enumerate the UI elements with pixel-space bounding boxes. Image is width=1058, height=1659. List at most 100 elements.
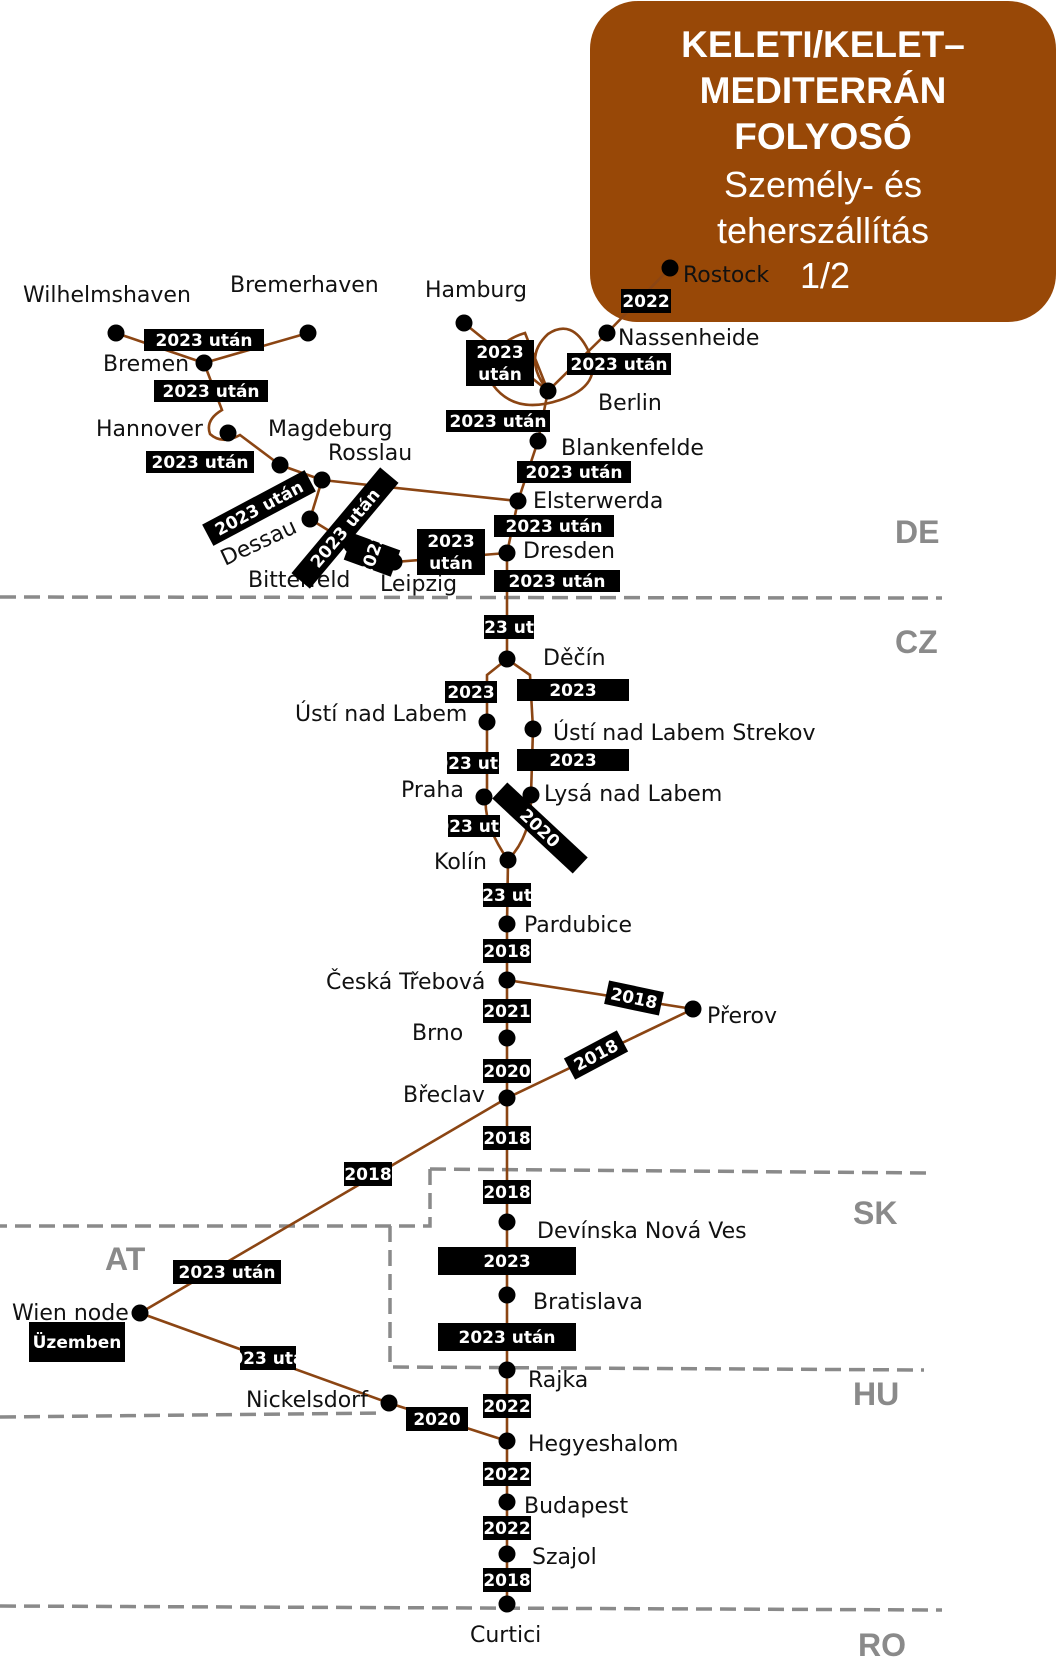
station-node-berlin[interactable] xyxy=(539,382,557,400)
station-node-breclav[interactable] xyxy=(498,1089,516,1107)
city-label-wien-node: Wien node xyxy=(12,1301,129,1326)
segment-label-text: 2022 xyxy=(622,292,669,312)
station-node-hegyeshalom[interactable] xyxy=(498,1432,516,1450)
segment-label-text: 2023 után xyxy=(219,1349,316,1369)
station-node-bratislava[interactable] xyxy=(498,1286,516,1304)
station-node-nassenheide[interactable] xyxy=(598,324,616,342)
segment-label: 2018 xyxy=(483,1180,531,1204)
segment-label-box xyxy=(447,752,499,774)
station-node-strekov[interactable] xyxy=(524,720,542,738)
city-label-rajka: Rajka xyxy=(528,1368,588,1393)
segment-label-box xyxy=(483,1462,531,1486)
segment-label-text: 2023 után xyxy=(151,453,248,473)
segment-label-box xyxy=(438,1323,576,1351)
station-node-wien[interactable] xyxy=(131,1304,149,1322)
city-label-szajol: Szajol xyxy=(532,1545,597,1570)
station-node-hamburg[interactable] xyxy=(455,314,473,332)
city-label-praha: Praha xyxy=(401,778,464,803)
city-label-kolin: Kolín xyxy=(434,850,487,875)
segment-label-box xyxy=(517,461,631,483)
segment-label: 2023 xyxy=(517,749,629,771)
segment-label-text: 2018 xyxy=(483,1129,530,1149)
station-node-szajol[interactable] xyxy=(498,1545,516,1563)
segment-label: 2023 után xyxy=(438,1323,576,1351)
segment-label-text: 2022 xyxy=(483,1397,530,1417)
station-node-ceska[interactable] xyxy=(498,971,516,989)
segment-label-box xyxy=(483,883,531,907)
station-node-hannover[interactable] xyxy=(219,424,237,442)
segment-label: 2022 xyxy=(621,289,671,313)
station-node-dessau[interactable] xyxy=(301,510,319,528)
segment-label-text: 2023 után xyxy=(505,517,602,537)
country-code-cz: CZ xyxy=(895,624,938,660)
station-node-dresden[interactable] xyxy=(498,544,516,562)
segment-label: 2022 xyxy=(483,1462,531,1486)
city-label-hegyeshalom: Hegyeshalom xyxy=(528,1432,679,1457)
segment-label: 2023 xyxy=(445,681,497,703)
segment-label-box xyxy=(483,1568,531,1592)
station-node-wilhelmshaven[interactable] xyxy=(107,324,125,342)
segment-label-text: 2023 után xyxy=(460,618,557,638)
city-label-dresden: Dresden xyxy=(523,539,615,564)
rail-line xyxy=(321,478,519,503)
segment-label-box xyxy=(448,815,500,837)
segment-label-box xyxy=(483,1180,531,1204)
title-page-number: 1/2 xyxy=(800,255,851,296)
station-node-elsterwerda[interactable] xyxy=(509,492,527,510)
country-code-de: DE xyxy=(895,514,939,550)
segment-label-box xyxy=(446,410,550,432)
city-label-elsterwerda: Elsterwerda xyxy=(533,489,663,514)
segment-label: 2018 xyxy=(604,980,664,1016)
city-label-wilhelmshaven: Wilhelmshaven xyxy=(23,283,191,308)
segment-label: 2018 xyxy=(483,1126,531,1150)
station-node-pardubice[interactable] xyxy=(498,915,516,933)
station-node-kolin[interactable] xyxy=(499,851,517,869)
station-node-budapest[interactable] xyxy=(498,1493,516,1511)
city-label-prerov: Přerov xyxy=(707,1004,777,1029)
station-node-usti[interactable] xyxy=(478,713,496,731)
station-node-rostock[interactable] xyxy=(661,259,679,277)
city-label-bremen: Bremen xyxy=(103,352,189,377)
segment-label-box xyxy=(202,470,316,546)
station-node-curtici[interactable] xyxy=(498,1595,516,1613)
segment-label-text: 2023 xyxy=(549,751,596,771)
segment-label-box xyxy=(483,1059,531,1083)
station-node-bremen[interactable] xyxy=(195,354,213,372)
segment-label: 2018 xyxy=(563,1030,629,1080)
station-node-prerov[interactable] xyxy=(684,1000,702,1018)
segment-label: 2018 xyxy=(483,939,531,963)
station-node-decin[interactable] xyxy=(498,650,516,668)
city-label-rostock: Rostock xyxy=(683,263,769,288)
station-node-bremerhaven[interactable] xyxy=(299,324,317,342)
country-code-at: AT xyxy=(105,1241,146,1277)
city-label-ceska-trebova: Česká Třebová xyxy=(326,969,485,995)
segment-label-box xyxy=(406,1407,468,1431)
segment-label-text: 2023 xyxy=(549,681,596,701)
segment-label-box xyxy=(29,1322,125,1362)
segment-label-box xyxy=(445,681,497,703)
segment-label-box xyxy=(154,380,268,402)
station-node-praha[interactable] xyxy=(475,788,493,806)
station-node-rosslau[interactable] xyxy=(313,471,331,489)
station-node-blankenfelde[interactable] xyxy=(529,432,547,450)
segment-label-text: 2018 xyxy=(483,942,530,962)
station-node-lysa[interactable] xyxy=(522,786,540,804)
segment-label-text: 2020 xyxy=(413,1410,460,1430)
station-node-nickelsdorf[interactable] xyxy=(380,1394,398,1412)
rail-line xyxy=(506,978,694,1011)
station-node-rajka[interactable] xyxy=(498,1361,516,1379)
segment-label: 2023 után xyxy=(567,353,671,375)
station-node-magdeburg[interactable] xyxy=(271,456,289,474)
segment-label-text: után xyxy=(429,554,473,574)
segment-label: 2023 után xyxy=(425,815,523,837)
segment-label-text: 2023 után xyxy=(525,463,622,483)
station-node-brno[interactable] xyxy=(498,1029,516,1047)
segment-label-text: 2023 után xyxy=(458,886,555,906)
station-node-devinska[interactable] xyxy=(498,1213,516,1231)
segment-label-box xyxy=(483,1516,531,1540)
rail-line xyxy=(484,657,510,861)
city-label-pardubice: Pardubice xyxy=(524,913,632,938)
segment-label: 2023 után xyxy=(219,1346,317,1370)
